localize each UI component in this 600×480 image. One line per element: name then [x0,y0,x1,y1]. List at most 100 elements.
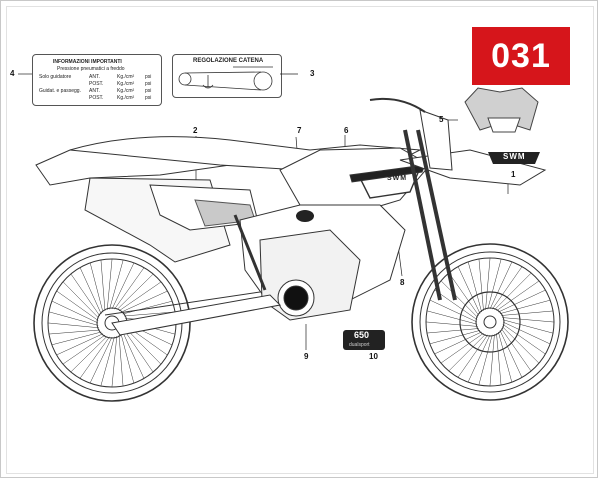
wheel-spoke [89,336,113,384]
wheel-spoke [89,262,104,313]
wheel-spoke [485,257,491,310]
tyre-row-4-pos: POST. [89,95,104,101]
shroud-black-stripe [349,164,426,183]
page-code-badge: 031 [472,27,570,85]
tyre-row-2-unit: Kg./cm² [117,81,135,87]
wheel-spoke [124,327,162,365]
callout-4: 4 [10,69,15,78]
wheel-spoke [111,336,118,388]
tyre-row-4-unit: Kg./cm² [117,95,135,101]
wheel-spoke [498,331,513,383]
wheel-spoke [434,331,482,355]
callout-2: 2 [193,126,198,135]
model-decal-wording: dualsport [349,342,370,348]
wheel-spoke [79,336,110,379]
wheel-spoke [56,333,104,356]
model-decal-number: 650 [354,330,370,340]
wheel-spoke [429,299,478,323]
wheel-spoke [457,266,481,314]
wheel-spoke [120,333,135,384]
headlight-mask [419,109,453,171]
wheel-spoke [467,334,491,383]
wheel-spoke [70,273,101,317]
wheel-spoke [440,333,484,364]
front-wheel [411,243,569,401]
wheel-spoke [100,259,106,311]
brand-decal-1 [488,152,540,164]
wheel-spoke [448,334,486,372]
wheel-spoke [109,259,124,310]
callout-8: 8 [400,278,405,287]
tyre-row-3-rider: Guidat. e passegg. [39,88,81,94]
tyre-label-title: INFORMAZIONI IMPORTANTI [53,59,122,65]
tyre-row-3-psi: psi [145,88,152,94]
wheel-spoke [62,281,100,319]
handlebar [369,97,426,113]
wheel-spoke [496,333,502,386]
diagram-inner-border [6,6,594,474]
wheel-spoke [79,267,102,315]
wheel-spoke [118,335,124,387]
wheel-spoke [120,290,168,313]
callout-6: 6 [344,126,349,135]
shroud-brand-text: SWM [387,175,408,182]
wheel-spoke [487,258,502,310]
model-decal-10 [343,330,385,350]
headlight-decal-5 [464,87,539,133]
callout-7: 7 [297,126,302,135]
wheel-spoke [440,280,478,318]
wheel-spoke [48,329,100,335]
brand-decal-text: SWM [503,152,526,161]
tyre-row-4-psi: psi [145,95,152,101]
wheel-spoke [457,334,488,378]
callout-1: 1 [511,170,516,179]
tyre-row-3-unit: Kg./cm² [117,88,135,94]
chain-diagram-icon [178,66,273,91]
wheel-spoke [499,330,523,378]
tyre-row-1-rider: Solo guidatore [39,74,72,80]
chain-adjustment-label: REGOLAZIONE CATENA [172,54,282,98]
wheel-spoke [489,334,495,387]
wheel-spoke [502,319,554,334]
wheel-spoke [51,300,99,324]
wheel-spoke [501,310,554,316]
fork-right [416,129,457,301]
wheel-spoke [492,266,523,310]
wheel-spoke [123,329,154,373]
wheel-spoke [498,289,546,313]
wheel-spoke [114,267,145,310]
tyre-row-2-psi: psi [145,81,152,87]
wheel-spoke [429,330,481,345]
rear-shock [233,214,267,291]
wheel-spoke [100,336,115,387]
wheel-spoke [118,281,162,312]
wheel-spoke [501,328,532,372]
wheel-spoke [116,273,154,311]
wheel-spoke [111,262,135,310]
wheel-spoke [70,335,108,373]
wheel-spoke [478,258,484,311]
callout-5: 5 [439,115,444,124]
wheel-spoke [502,326,540,364]
wheel-spoke [434,289,478,320]
tank-logo-decal [296,210,314,222]
wheel-spoke [48,311,99,326]
callout-9: 9 [304,352,309,361]
wheel-spoke [47,322,99,329]
tyre-label-subtitle: Pressione pneumatici a freddo [57,66,125,72]
tyre-row-1-psi: psi [145,74,152,80]
wheel-spoke [502,321,551,345]
callout-10: 10 [369,352,378,361]
wheel-spoke [106,258,113,310]
wheel-spoke [426,328,479,334]
wheel-spoke [62,334,106,365]
wheel-spoke [448,272,479,316]
swingarm [111,294,282,336]
wheel-spoke [494,272,532,310]
wheel-spoke [122,300,173,315]
tyre-row-2-pos: POST. [89,81,104,87]
wheel-spoke [124,311,176,317]
wheel-spoke [478,334,493,386]
tyre-row-1-unit: Kg./cm² [117,74,135,80]
